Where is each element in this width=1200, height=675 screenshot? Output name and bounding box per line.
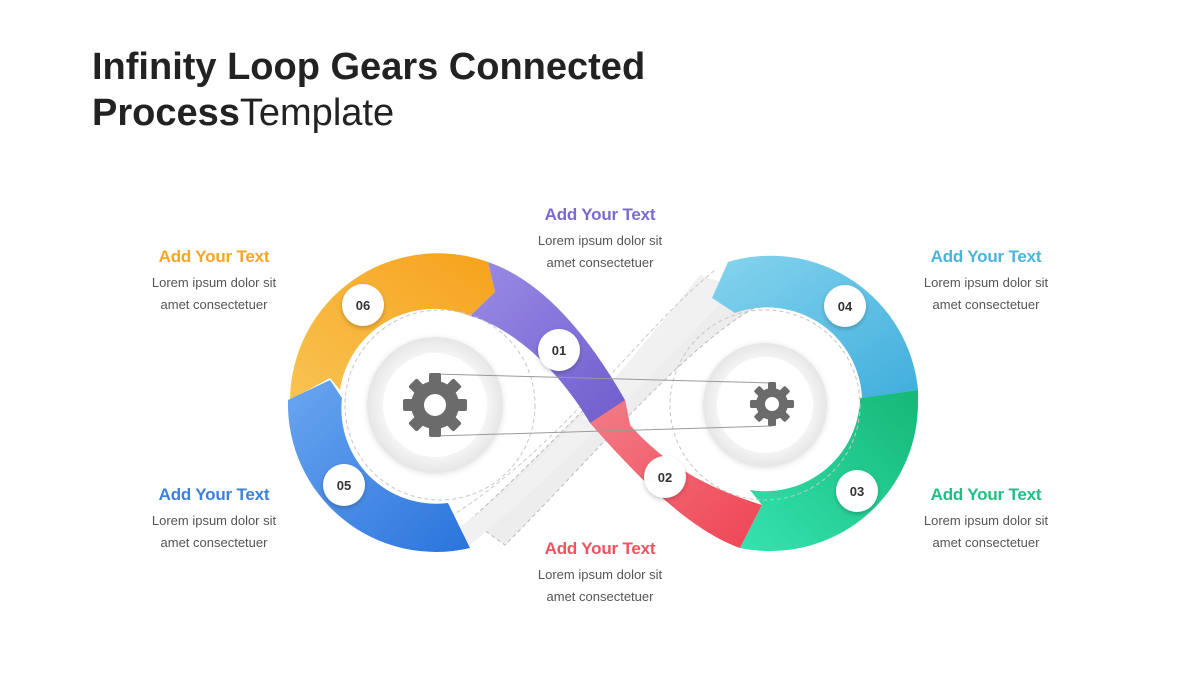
step-number-02: 02 [658,470,672,485]
label-heading-02: Add Your Text [544,539,656,558]
page-title: Infinity Loop Gears Connected ProcessTem… [92,44,645,136]
step-badge-05: 05 [323,464,365,506]
label-heading-05: Add Your Text [158,485,270,504]
label-body-05-line1: Lorem ipsum dolor sit [151,513,277,528]
label-body-02-line1: Lorem ipsum dolor sit [537,567,663,582]
belt-bottom [434,425,773,437]
label-step-04: Add Your Text Lorem ipsum dolor sit amet… [886,246,1086,316]
label-step-02: Add Your Text Lorem ipsum dolor sit amet… [500,538,700,608]
label-heading-03: Add Your Text [930,485,1042,504]
label-step-06: Add Your Text Lorem ipsum dolor sit amet… [114,246,314,316]
belt-top [434,373,773,384]
label-body-02: Lorem ipsum dolor sit amet consectetuer [500,564,700,608]
step-number-06: 06 [356,298,370,313]
segment-06 [290,253,495,400]
segment-03 [740,390,918,552]
label-heading-04: Add Your Text [930,247,1042,266]
step-badge-02: 02 [644,456,686,498]
label-step-05: Add Your Text Lorem ipsum dolor sit amet… [114,484,314,554]
segment-04 [712,255,918,398]
label-heading-01: Add Your Text [544,205,656,224]
left-loop-inner-outline [344,309,536,501]
label-body-02-line2: amet consectetuer [546,589,654,604]
step-badge-04: 04 [824,285,866,327]
label-step-03: Add Your Text Lorem ipsum dolor sit amet… [886,484,1086,554]
label-body-06: Lorem ipsum dolor sit amet consectetuer [114,272,314,316]
label-body-04-line1: Lorem ipsum dolor sit [923,275,1049,290]
gear-icon [750,382,794,426]
title-line2-bold: Process [92,92,240,134]
gear-icon [403,373,467,437]
label-body-04: Lorem ipsum dolor sit amet consectetuer [886,272,1086,316]
label-step-01: Add Your Text Lorem ipsum dolor sit amet… [500,204,700,274]
step-badge-01: 01 [538,329,580,371]
label-body-03-line2: amet consectetuer [932,535,1040,550]
label-body-01: Lorem ipsum dolor sit amet consectetuer [500,230,700,274]
label-body-01-line1: Lorem ipsum dolor sit [537,233,663,248]
step-badge-06: 06 [342,284,384,326]
title-line2-regular: Template [239,92,395,134]
label-body-01-line2: amet consectetuer [546,255,654,270]
step-number-05: 05 [337,478,351,493]
label-body-03: Lorem ipsum dolor sit amet consectetuer [886,510,1086,554]
step-number-04: 04 [838,299,853,314]
label-heading-06: Add Your Text [158,247,270,266]
label-body-03-line1: Lorem ipsum dolor sit [923,513,1049,528]
label-body-04-line2: amet consectetuer [932,297,1040,312]
step-number-03: 03 [850,484,864,499]
title-line1: Infinity Loop Gears Connected [92,46,646,88]
right-loop-inner-outline [669,309,861,501]
segment-05 [287,380,470,552]
step-badge-03: 03 [836,470,878,512]
label-body-06-line1: Lorem ipsum dolor sit [151,275,277,290]
label-body-05: Lorem ipsum dolor sit amet consectetuer [114,510,314,554]
step-number-01: 01 [552,343,566,358]
label-body-06-line2: amet consectetuer [160,297,268,312]
label-body-05-line2: amet consectetuer [160,535,268,550]
